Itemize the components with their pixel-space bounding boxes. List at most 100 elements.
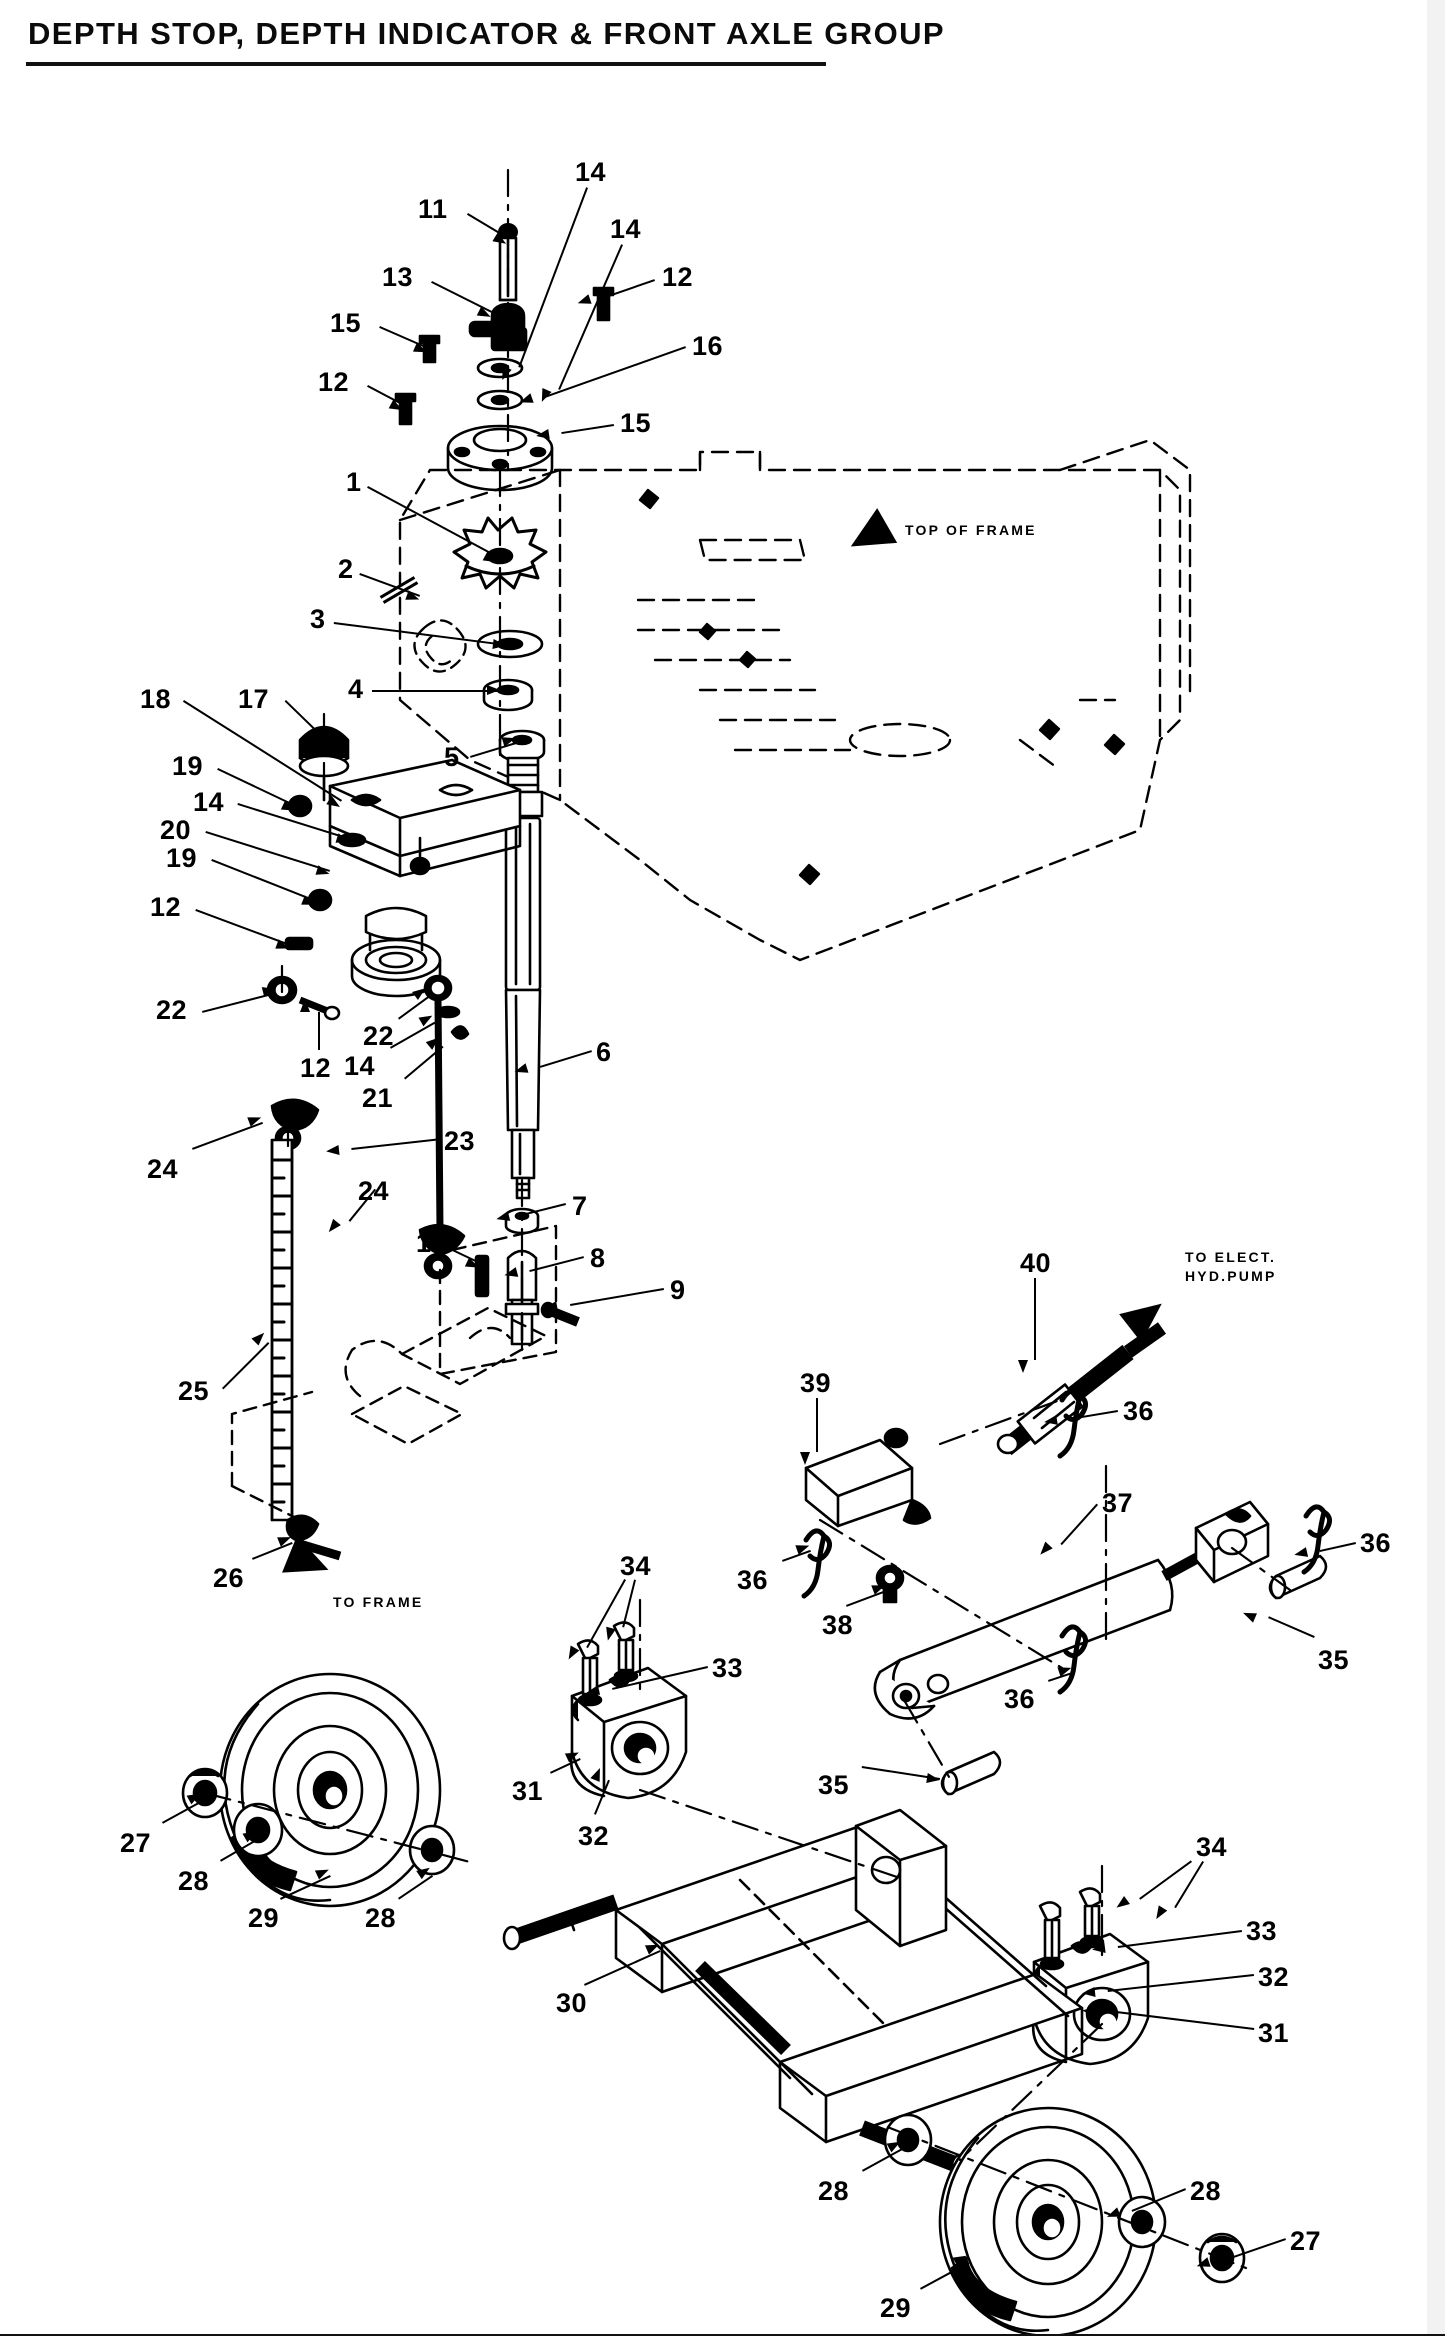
part-19-rivet-a bbox=[287, 794, 313, 818]
part-33-washer-left-a bbox=[577, 1693, 603, 1707]
annotation-to-elect-hyd-pump: TO ELECT. HYD.PUMP bbox=[1185, 1249, 1277, 1284]
leader-line-40 bbox=[1034, 1278, 1036, 1360]
part-34-bolt-left-b bbox=[612, 1621, 636, 1672]
leader-arrowhead-33b bbox=[1091, 1943, 1106, 1955]
callout-number-32b: 32 bbox=[1258, 1962, 1290, 1992]
callout-number-33a: 33 bbox=[712, 1653, 744, 1683]
leader-arrowhead-3 bbox=[492, 639, 507, 651]
part-9-clevis-pin bbox=[540, 1301, 580, 1327]
leader-arrowhead-4 bbox=[487, 685, 500, 695]
callout-number-9: 9 bbox=[670, 1275, 686, 1305]
callout-number-4: 4 bbox=[348, 674, 364, 704]
part-12-clevis-pin-small bbox=[298, 996, 341, 1021]
annotation-top-of-frame: TOP OF FRAME bbox=[905, 522, 1037, 538]
page-title: DEPTH STOP, DEPTH INDICATOR & FRONT AXLE… bbox=[28, 16, 945, 51]
part-10-key bbox=[474, 1254, 490, 1298]
leader-arrowhead-31b bbox=[1081, 2005, 1096, 2017]
callout-number-14b: 14 bbox=[610, 214, 642, 244]
leader-line-12d bbox=[318, 1012, 320, 1050]
callout-number-36a: 36 bbox=[1123, 1396, 1155, 1426]
callout-number-8: 8 bbox=[590, 1243, 606, 1273]
callout-number-35b: 35 bbox=[818, 1770, 850, 1800]
part-3-washer bbox=[476, 629, 544, 659]
frame-bolt-marks bbox=[638, 488, 1126, 886]
part-6-depth-stop-screw bbox=[502, 756, 544, 1200]
part-36-clip-b bbox=[801, 1528, 832, 1599]
callout-number-24b: 24 bbox=[358, 1176, 390, 1206]
callout-number-11: 11 bbox=[418, 194, 448, 224]
callout-number-21: 21 bbox=[362, 1083, 394, 1113]
scan-page-edge-bottom bbox=[0, 2334, 1445, 2346]
callout-number-30: 30 bbox=[556, 1988, 588, 2018]
callout-number-12c: 12 bbox=[150, 892, 182, 922]
callout-number-31a: 31 bbox=[512, 1776, 544, 1806]
callout-number-34b: 34 bbox=[1196, 1832, 1228, 1862]
part-35-bushing-right bbox=[1268, 1554, 1328, 1600]
callout-number-6: 6 bbox=[596, 1037, 612, 1067]
part-28-washer-left-outer bbox=[408, 1824, 456, 1876]
callout-number-29b: 29 bbox=[880, 2293, 912, 2323]
leader-arrowhead-39 bbox=[800, 1452, 810, 1465]
callout-number-38: 38 bbox=[822, 1610, 854, 1640]
callout-number-14c: 14 bbox=[193, 787, 225, 817]
callout-number-20: 20 bbox=[160, 815, 192, 845]
part-12-pin-bracket bbox=[284, 936, 314, 951]
callout-number-36b: 36 bbox=[737, 1565, 769, 1595]
callout-number-25: 25 bbox=[178, 1376, 210, 1406]
leader-arrowhead-32b bbox=[1081, 1987, 1096, 1999]
callout-number-39: 39 bbox=[800, 1368, 832, 1398]
callout-number-23: 23 bbox=[444, 1126, 476, 1156]
callout-number-40: 40 bbox=[1020, 1248, 1052, 1278]
callout-number-22b: 22 bbox=[363, 1021, 395, 1051]
callout-number-28d: 28 bbox=[1190, 2176, 1222, 2206]
callout-number-22a: 22 bbox=[156, 995, 188, 1025]
title-underline bbox=[26, 62, 826, 66]
part-28-washer-right-outer bbox=[1117, 2195, 1167, 2249]
callout-number-18: 18 bbox=[140, 684, 172, 714]
callout-number-12b: 12 bbox=[318, 367, 350, 397]
part-39-valve-body bbox=[804, 1427, 932, 1528]
leader-arrowhead-15b bbox=[535, 429, 550, 441]
part-33-washer-right-a bbox=[1039, 1957, 1065, 1971]
part-14-washer-second bbox=[476, 389, 524, 411]
part-35-bushing-left bbox=[940, 1750, 1002, 1796]
callout-number-26: 26 bbox=[213, 1563, 245, 1593]
leader-arrowhead-35b bbox=[926, 1773, 941, 1785]
callout-number-14a: 14 bbox=[575, 157, 607, 187]
callout-number-32a: 32 bbox=[578, 1821, 610, 1851]
callout-number-15b: 15 bbox=[620, 408, 652, 438]
leader-arrowhead-12d bbox=[300, 999, 310, 1012]
part-22-rod-eye-right bbox=[423, 974, 453, 1002]
part-14-washer-bracket bbox=[337, 832, 367, 848]
annotation-to-frame: TO FRAME bbox=[333, 1594, 424, 1610]
scan-page-edge-gutter bbox=[1421, 0, 1427, 2346]
scan-page-edge-right bbox=[1425, 0, 1445, 2346]
callout-number-34a: 34 bbox=[620, 1551, 652, 1581]
part-21-pulley bbox=[350, 906, 442, 998]
callout-number-28b: 28 bbox=[365, 1903, 397, 1933]
leader-line-39 bbox=[816, 1398, 818, 1452]
callout-number-7: 7 bbox=[572, 1191, 588, 1221]
part-2-roll-pin bbox=[379, 576, 419, 604]
part-25-indicator-scale bbox=[270, 1138, 294, 1522]
leader-line-4 bbox=[372, 690, 500, 692]
callout-number-37: 37 bbox=[1102, 1488, 1134, 1518]
callout-number-12d: 12 bbox=[300, 1053, 332, 1083]
part-12-pin-a bbox=[592, 286, 615, 322]
callout-number-5: 5 bbox=[444, 742, 460, 772]
part-4-nut bbox=[482, 678, 534, 712]
callout-number-29a: 29 bbox=[248, 1903, 280, 1933]
callout-number-31b: 31 bbox=[1258, 2018, 1290, 2048]
part-33-washer-left-b bbox=[613, 1669, 639, 1683]
callout-number-2: 2 bbox=[338, 554, 354, 584]
part-bearing-housing-hidden bbox=[413, 619, 467, 673]
leader-arrowhead-23 bbox=[325, 1145, 340, 1157]
part-38-fitting bbox=[875, 1564, 905, 1604]
callout-number-17: 17 bbox=[238, 684, 270, 714]
leader-arrowhead-36a bbox=[1043, 1415, 1058, 1428]
callout-number-15a: 15 bbox=[330, 308, 362, 338]
callout-number-12a: 12 bbox=[662, 262, 694, 292]
part-33-washer-right-b bbox=[1079, 1935, 1105, 1949]
